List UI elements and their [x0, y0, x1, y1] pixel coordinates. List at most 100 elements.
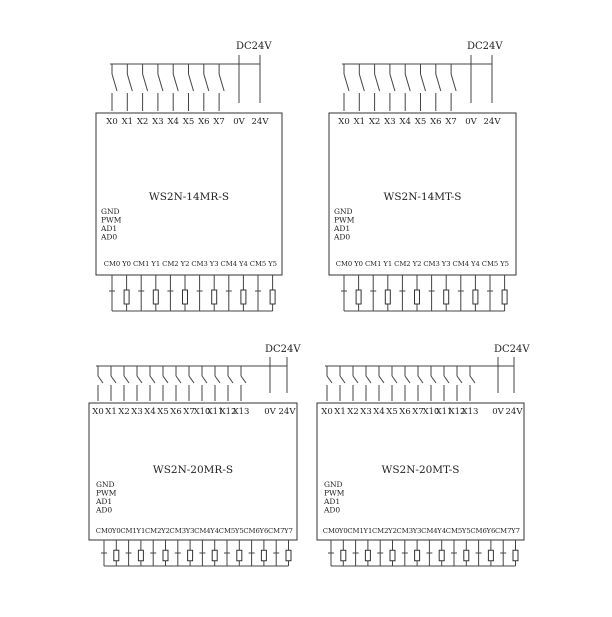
input-terminal-label: X13	[233, 407, 250, 417]
output-terminal-label: CM6	[243, 527, 260, 535]
input-terminal-label: X5	[183, 117, 194, 127]
input-switch-x0	[343, 64, 350, 111]
output-load-y2	[182, 275, 188, 311]
output-terminal-label: Y0	[338, 527, 348, 535]
input-switch-x4	[172, 64, 179, 111]
output-terminal-label: CM0	[96, 527, 113, 535]
terminal-24v-label: 24V	[279, 407, 297, 417]
output-terminal-label: CM1	[347, 527, 364, 535]
output-load-cm5	[487, 275, 493, 311]
output-load-y5	[236, 540, 243, 566]
load-resistor	[187, 549, 194, 562]
io-side-label: AD1	[100, 224, 117, 233]
output-terminal-label: CM3	[423, 260, 440, 268]
input-terminal-label: X4	[144, 407, 155, 417]
input-switch-x3	[136, 366, 143, 401]
output-load-y3	[211, 275, 218, 311]
load-resistor	[236, 549, 243, 562]
io-side-label: AD1	[95, 497, 112, 506]
output-terminal-label: Y4	[436, 527, 446, 535]
output-load-y4	[211, 540, 218, 566]
load-resistor	[463, 549, 470, 562]
model-name: WS2N-20MR-S	[153, 464, 233, 476]
output-load-y1	[137, 540, 144, 566]
input-switch-x0	[326, 366, 333, 401]
load-resistor	[182, 289, 188, 305]
input-switch-x6	[175, 366, 182, 401]
output-terminal-label: CM3	[170, 527, 187, 535]
output-terminal-label: CM7	[268, 527, 285, 535]
input-terminal-label: X0	[338, 117, 349, 127]
output-terminal-label: Y4	[238, 260, 248, 268]
output-terminal-label: Y6	[485, 527, 495, 535]
output-terminal-label: Y4	[470, 260, 480, 268]
load-resistor	[355, 289, 362, 305]
output-load-cm5	[255, 275, 261, 311]
input-switch-x0	[111, 64, 118, 111]
input-switch-x6	[203, 64, 210, 111]
output-load-y4	[240, 275, 247, 311]
input-terminal-label: X5	[157, 407, 168, 417]
load-resistor	[438, 549, 445, 562]
input-switch-x0	[97, 366, 104, 401]
output-terminal-label: Y3	[185, 527, 195, 535]
output-terminal-label: CM2	[145, 527, 162, 535]
output-terminal-label: CM5	[482, 260, 499, 268]
output-terminal-label: Y0	[121, 260, 131, 268]
input-terminal-label: X6	[430, 117, 441, 127]
output-load-cm1	[138, 275, 145, 311]
output-terminal-label: Y7	[283, 527, 293, 535]
input-terminal-label: X3	[360, 407, 371, 417]
output-load-y3	[414, 540, 421, 566]
output-load-y0	[123, 275, 130, 311]
output-terminal-label: Y6	[258, 527, 268, 535]
input-terminal-label: X11	[436, 407, 453, 417]
output-load-cm4	[225, 275, 232, 311]
output-terminal-label: Y2	[387, 527, 397, 535]
output-terminal-label: CM0	[104, 260, 121, 268]
output-load-cm3	[196, 275, 203, 311]
output-terminal-label: Y0	[111, 527, 121, 535]
output-load-y5	[269, 275, 276, 311]
input-switch-x3	[389, 64, 396, 111]
output-load-cm4	[199, 540, 206, 566]
input-terminal-label: X7	[213, 117, 224, 127]
output-terminal-label: Y4	[209, 527, 219, 535]
output-terminal-label: CM1	[120, 527, 137, 535]
output-load-y0	[355, 275, 362, 311]
io-side-label: AD0	[333, 233, 350, 242]
output-terminal-label: CM1	[365, 260, 382, 268]
output-load-cm0	[328, 540, 334, 566]
input-switch-x2	[352, 366, 359, 401]
plc-module-box	[328, 112, 517, 276]
output-terminal-label: Y3	[441, 260, 451, 268]
output-terminal-label: CM4	[221, 260, 238, 268]
input-switch-x10	[201, 366, 208, 401]
input-terminal-label: X4	[373, 407, 384, 417]
output-terminal-label: CM5	[250, 260, 267, 268]
load-resistor	[384, 289, 391, 305]
terminal-24v-label: 24V	[506, 407, 524, 417]
output-load-cm2	[150, 540, 157, 566]
load-resistor	[123, 289, 130, 305]
terminal-0v-label: 0V	[492, 407, 504, 417]
load-resistor	[285, 549, 292, 562]
load-resistor	[487, 549, 494, 562]
input-terminal-label: X1	[354, 117, 365, 127]
output-terminal-label: CM0	[323, 527, 340, 535]
io-side-label: GND	[96, 480, 115, 489]
terminal-0v-label: 0V	[233, 117, 245, 127]
input-terminal-label: X7	[183, 407, 194, 417]
load-resistor	[443, 289, 450, 305]
input-terminal-label: X6	[198, 117, 209, 127]
input-switch-x2	[142, 64, 149, 111]
output-load-y1	[364, 540, 371, 566]
input-switch-x4	[404, 64, 411, 111]
model-name: WS2N-20MT-S	[382, 464, 460, 476]
output-load-y2	[414, 275, 420, 311]
input-switch-x7	[218, 64, 225, 111]
output-terminal-label: Y1	[382, 260, 392, 268]
output-load-cm5	[224, 540, 230, 566]
output-terminal-label: Y3	[209, 260, 219, 268]
